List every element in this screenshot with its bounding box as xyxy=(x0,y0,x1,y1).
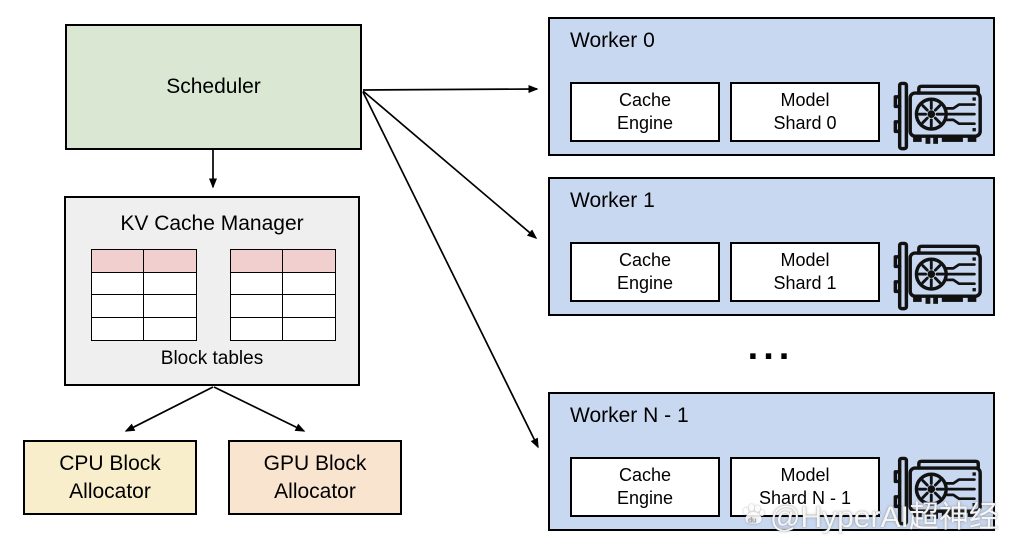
scheduler-box: Scheduler xyxy=(65,24,362,150)
cpu-block-allocator-box: CPU Block Allocator xyxy=(23,440,197,515)
block-table-cell xyxy=(144,295,196,318)
block-table-cell xyxy=(231,317,283,340)
worker-1-box: Worker 1 Cache Engine Model Shard 1 xyxy=(548,177,995,316)
worker-1-model-shard-box: Model Shard 1 xyxy=(730,242,880,302)
block-table-cell xyxy=(144,273,196,295)
arrow-scheduler-to-worker1 xyxy=(362,90,538,239)
block-table xyxy=(230,249,336,341)
arrow-kv-to-gpu-allocator xyxy=(213,386,306,432)
kv-cache-manager-box: KV Cache Manager Block tables xyxy=(64,196,360,386)
block-table-header-cell xyxy=(283,250,335,273)
worker-0-cache-engine-box: Cache Engine xyxy=(570,82,720,142)
watermark: du @HyperAI超神经 xyxy=(740,492,999,536)
block-table-header-cell xyxy=(231,250,283,273)
arrow-kv-to-cpu-allocator xyxy=(124,386,214,432)
scheduler-label: Scheduler xyxy=(166,75,261,98)
worker-n-1-title: Worker N - 1 xyxy=(570,404,689,427)
gpu-icon xyxy=(893,81,982,151)
paw-cloud-icon: du xyxy=(743,503,765,524)
block-tables-caption: Block tables xyxy=(160,348,264,369)
worker-0-model-shard-box: Model Shard 0 xyxy=(730,82,880,142)
gpu-block-allocator-label: GPU Block Allocator xyxy=(263,452,367,503)
block-table-cell xyxy=(92,295,144,318)
block-table-cell xyxy=(144,318,196,341)
worker-n-1-box: Worker N - 1 Cache Engine Model Shard N … xyxy=(548,392,995,531)
worker-0-title: Worker 0 xyxy=(570,29,655,52)
block-table-cell xyxy=(283,295,335,318)
svg-text:du: du xyxy=(748,515,756,524)
gpu-icon xyxy=(893,241,982,311)
block-table-cell xyxy=(92,317,144,340)
worker-0-box: Worker 0 Cache Engine Model Shard 0 xyxy=(548,17,995,156)
arrow-scheduler-to-worker0 xyxy=(362,85,539,94)
gpu-icon xyxy=(893,456,982,526)
block-table-header-cell xyxy=(144,250,196,273)
workers-ellipsis: ... xyxy=(747,326,795,368)
worker-1-title: Worker 1 xyxy=(570,189,655,212)
gpu-block-allocator-box: GPU Block Allocator xyxy=(228,440,402,515)
worker-n-1-cache-engine-box: Cache Engine xyxy=(570,457,720,517)
block-table-cell xyxy=(231,295,283,318)
block-table-cell xyxy=(283,273,335,295)
block-table xyxy=(91,249,197,341)
kv-cache-manager-title: KV Cache Manager xyxy=(120,212,304,235)
block-table-cell xyxy=(283,318,335,341)
cpu-block-allocator-label: CPU Block Allocator xyxy=(59,452,161,503)
arrow-scheduler-to-workerN xyxy=(362,91,539,449)
block-table-header-cell xyxy=(92,250,144,273)
block-table-cell xyxy=(92,272,144,295)
watermark-text: @HyperAI超神经 xyxy=(770,501,999,534)
block-table-cell xyxy=(231,272,283,295)
worker-1-cache-engine-box: Cache Engine xyxy=(570,242,720,302)
